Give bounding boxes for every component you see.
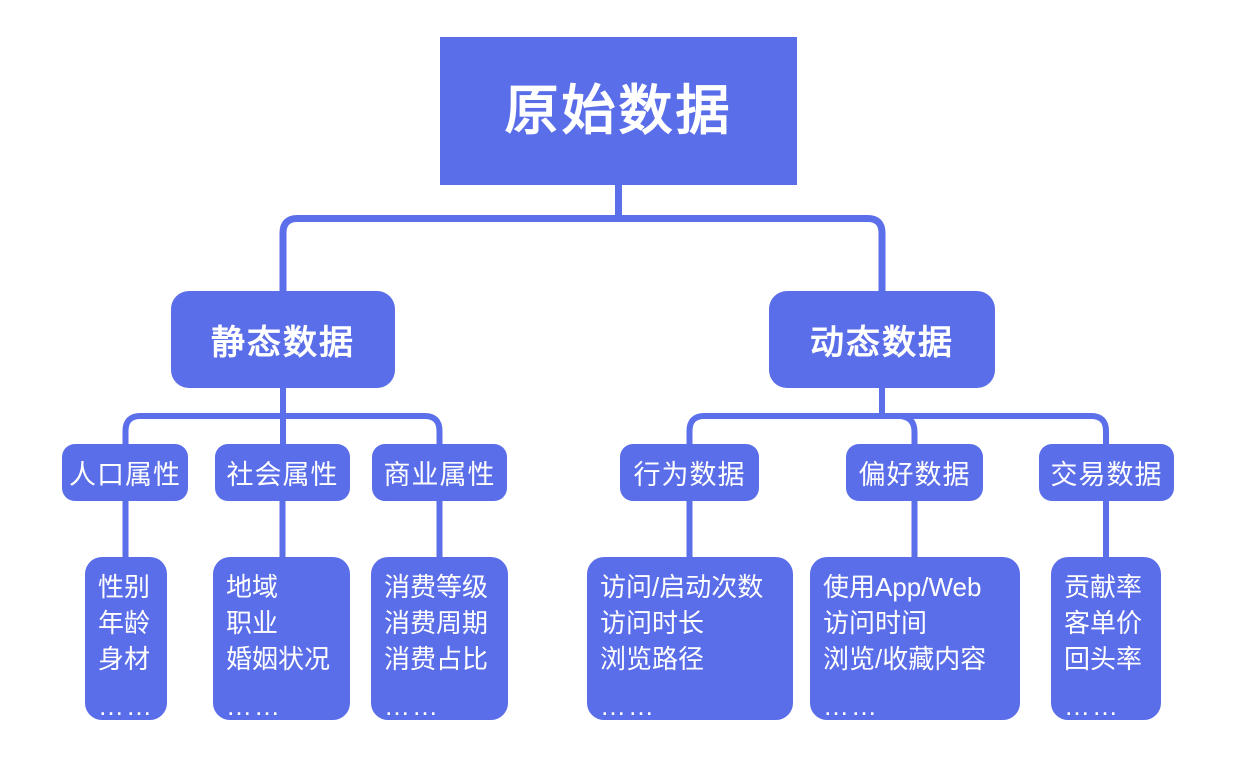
leaf-item: 浏览路径	[600, 644, 705, 674]
leaf-item: 年龄	[98, 608, 151, 638]
leaf-item: 访问/启动次数	[600, 572, 764, 602]
node-preference-data: 偏好数据	[846, 444, 983, 501]
leaf-behavior-items: 访问/启动次数 访问时长 浏览路径 ……	[587, 557, 793, 721]
node-demographic-attributes: 人口属性	[62, 444, 188, 501]
node-social-attributes-label: 社会属性	[226, 460, 339, 490]
node-demographic-attributes-label: 人口属性	[69, 460, 181, 490]
leaf-item: 访问时长	[600, 608, 705, 638]
connector-preference-drop	[898, 413, 918, 446]
connector-dynamic-bus	[686, 413, 1109, 446]
leaf-item: 地域	[226, 572, 279, 602]
node-behavior-data: 行为数据	[620, 444, 759, 501]
leaf-item: 使用App/Web	[823, 572, 982, 602]
leaf-item: 客单价	[1064, 608, 1143, 638]
node-static-data: 静态数据	[171, 291, 395, 388]
node-transaction-data: 交易数据	[1039, 444, 1174, 501]
node-dynamic-data: 动态数据	[769, 291, 995, 388]
leaf-item: 婚姻状况	[226, 644, 331, 674]
leaf-item-ellipsis: ……	[600, 691, 656, 721]
leaf-item-ellipsis: ……	[823, 691, 879, 721]
node-raw-data: 原始数据	[440, 37, 797, 185]
node-preference-data-label: 偏好数据	[858, 460, 971, 490]
leaf-item-ellipsis: ……	[226, 691, 282, 721]
node-business-attributes-label: 商业属性	[383, 460, 496, 490]
node-dynamic-data-label: 动态数据	[810, 324, 954, 362]
node-behavior-data-label: 行为数据	[633, 460, 746, 490]
leaf-item: 性别	[98, 572, 151, 602]
connector-static-bus	[122, 413, 443, 446]
leaf-social-items: 地域 职业 婚姻状况 ……	[213, 557, 350, 721]
leaf-business-items: 消费等级 消费周期 消费占比 ……	[371, 557, 508, 721]
leaf-item-ellipsis: ……	[384, 691, 440, 721]
leaf-item: 消费等级	[384, 572, 489, 602]
leaf-item: 访问时间	[823, 608, 928, 638]
leaf-item-ellipsis: ……	[98, 691, 154, 721]
leaf-item: 消费占比	[384, 644, 489, 674]
node-business-attributes: 商业属性	[372, 444, 507, 501]
node-static-data-label: 静态数据	[211, 324, 355, 362]
leaf-item: 浏览/收藏内容	[823, 644, 987, 674]
leaf-item: 贡献率	[1064, 572, 1143, 602]
node-raw-data-label: 原始数据	[504, 80, 733, 141]
leaf-item-ellipsis: ……	[1064, 691, 1120, 721]
leaf-item: 消费周期	[384, 608, 489, 638]
node-social-attributes: 社会属性	[215, 444, 350, 501]
node-transaction-data-label: 交易数据	[1050, 460, 1163, 490]
leaf-item: 身材	[98, 644, 151, 674]
connector-level2-bus	[279, 215, 886, 293]
leaf-preference-items: 使用App/Web 访问时间 浏览/收藏内容 ……	[810, 557, 1020, 721]
leaf-item: 回头率	[1064, 644, 1143, 674]
leaf-item: 职业	[226, 608, 279, 638]
leaf-transaction-items: 贡献率 客单价 回头率 ……	[1051, 557, 1161, 721]
leaf-demographic-items: 性别 年龄 身材 ……	[85, 557, 167, 721]
